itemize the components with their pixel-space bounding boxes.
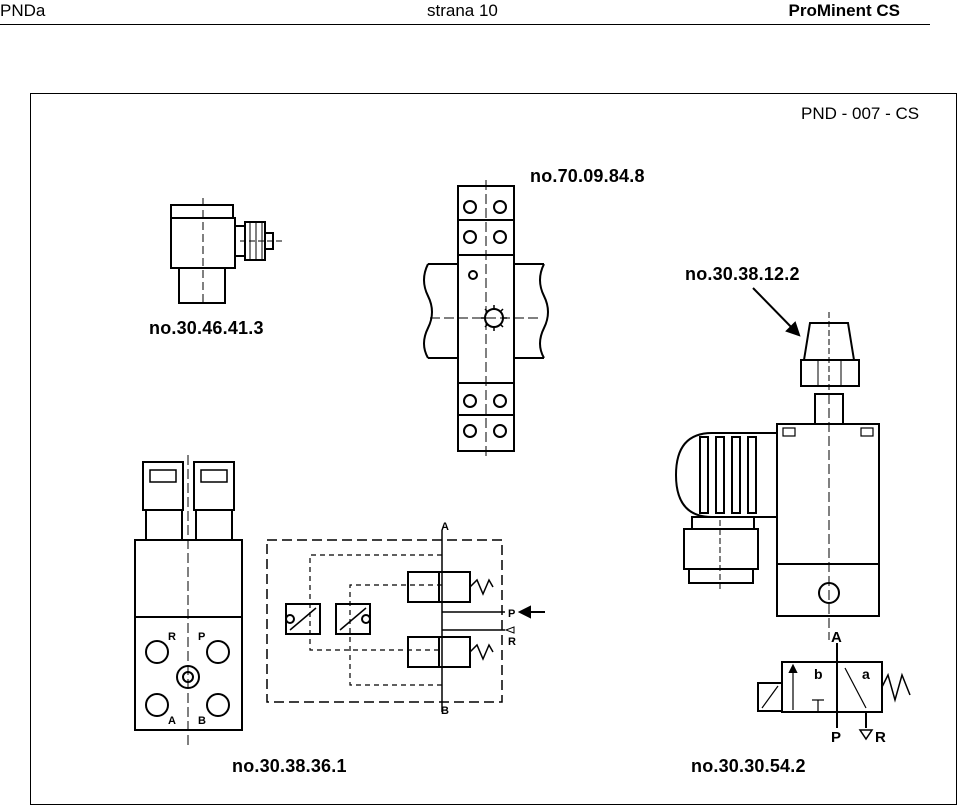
- double-solenoid-valve-drawing: [134, 455, 243, 745]
- flow-valve-drawing: [423, 180, 549, 458]
- pneumatic-schematic: [266, 530, 545, 712]
- header-rule: [0, 24, 930, 25]
- silencer-drawing: [752, 287, 860, 392]
- symbol-port-r-label: R: [875, 729, 886, 746]
- page-number: strana 10: [427, 1, 498, 20]
- symbol-port-a-label: A: [831, 629, 842, 646]
- symbol-port-p-label: P: [831, 729, 841, 746]
- symbol-b-label: b: [814, 666, 823, 682]
- silencer-part-number: no.30.38.12.2: [685, 264, 800, 284]
- document-code: PND - 007 - CS: [801, 104, 920, 123]
- company-name: ProMinent CS: [788, 1, 900, 20]
- elbow-fitting-part-number: no.30.46.41.3: [149, 318, 264, 338]
- double-solenoid-valve-part-number: no.30.38.36.1: [232, 756, 347, 776]
- port-a-label: A: [441, 521, 449, 533]
- header-left-text: PNDa: [0, 1, 46, 20]
- solenoid-valve-drawing: [674, 393, 880, 640]
- manifold-port-a-label: A: [168, 715, 176, 727]
- valve-symbol: [757, 643, 911, 741]
- drawing-frame: [30, 93, 957, 805]
- manifold-port-p-label: P: [198, 631, 205, 643]
- port-r-label: R: [508, 636, 516, 648]
- elbow-fitting-drawing: [170, 198, 285, 305]
- port-b-label: B: [441, 705, 449, 717]
- port-p-label: P: [508, 608, 515, 620]
- symbol-a-label: a: [862, 666, 870, 682]
- solenoid-valve-part-number: no.30.30.54.2: [691, 756, 806, 776]
- flow-valve-part-number: no.70.09.84.8: [530, 166, 645, 186]
- manifold-port-r-label: R: [168, 631, 176, 643]
- manifold-port-b-label: B: [198, 715, 206, 727]
